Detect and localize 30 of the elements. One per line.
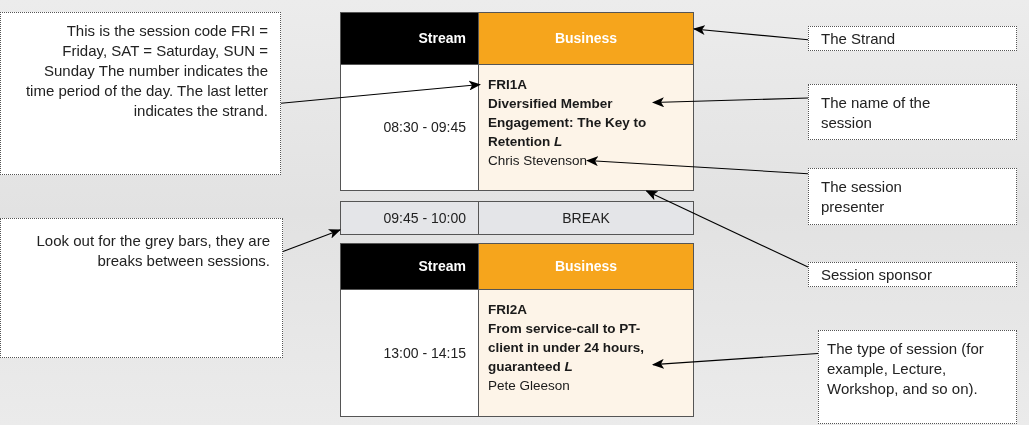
strand-header: Business xyxy=(478,12,694,65)
callout-note: This is the session code FRI = Friday, SAT = Saturday, SUN = Sunday The number indicates the time period of the day. The last letter indicates the strand. xyxy=(0,12,281,175)
callout-label: The type of session (for example, Lecture, Workshop, and so on). xyxy=(818,330,1017,424)
strand-header: Business xyxy=(478,243,694,290)
session-panel xyxy=(478,64,694,191)
callout-note: Look out for the grey bars, they are breaks between sessions. xyxy=(0,218,283,358)
break-time: 09:45 - 10:00 xyxy=(340,201,479,235)
leader-arrow xyxy=(693,25,809,41)
time-slot: 08:30 - 09:45 xyxy=(340,64,479,191)
leader-arrow xyxy=(586,156,809,175)
stream-header: Stream xyxy=(340,243,479,290)
leader-arrow xyxy=(282,229,341,253)
callout-label: Session sponsor xyxy=(808,262,1017,287)
stream-header: Stream xyxy=(340,12,479,65)
time-slot: 13:00 - 14:15 xyxy=(340,289,479,417)
presenter-name: Chris Stevenson xyxy=(488,151,588,170)
leader-arrow xyxy=(645,190,809,268)
session-panel xyxy=(478,289,694,417)
callout-label: The name of the session xyxy=(808,84,1017,140)
session-title: Diversified Member Engagement: The Key to Retention L xyxy=(488,94,653,151)
leader-arrow xyxy=(652,352,819,369)
callout-label: The Strand xyxy=(808,26,1017,51)
break-label: BREAK xyxy=(478,201,694,235)
callout-label: The session presenter xyxy=(808,168,1017,225)
leader-arrow xyxy=(652,97,809,108)
session-title: From service-call to PT-client in under 24 hours, guaranteed L xyxy=(488,319,653,376)
presenter-name: Pete Gleeson xyxy=(488,376,570,395)
session-code: FRI2A xyxy=(488,300,527,319)
session-code: FRI1A xyxy=(480,75,527,94)
leader-arrow xyxy=(280,80,481,104)
